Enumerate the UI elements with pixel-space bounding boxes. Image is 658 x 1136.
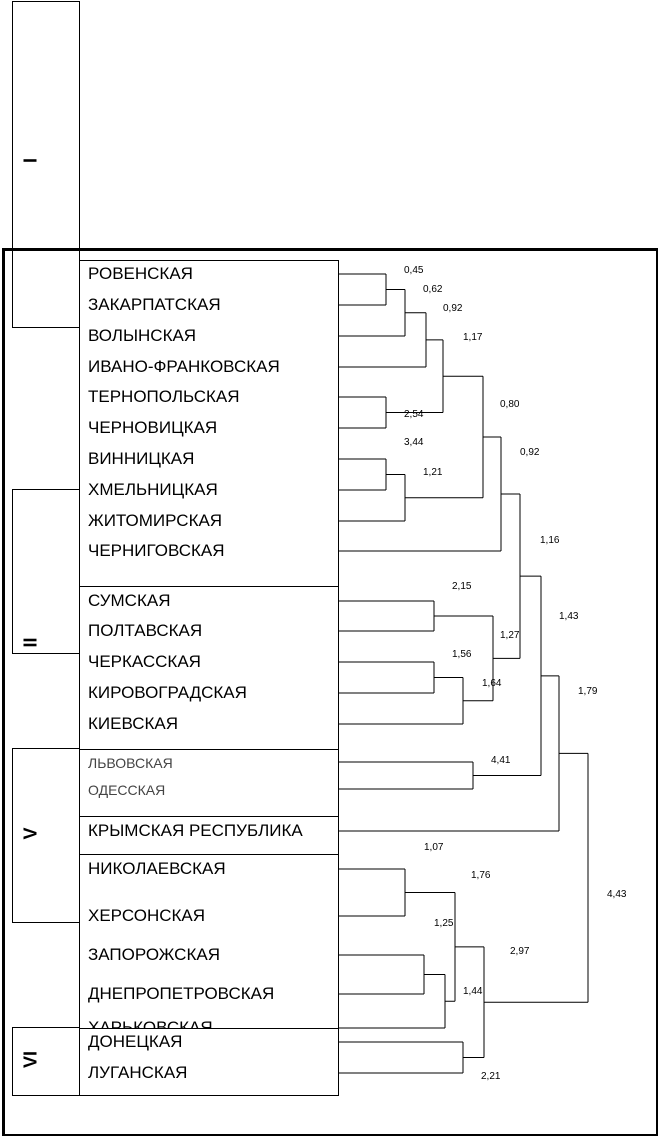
- distance-label: 1,56: [452, 649, 472, 660]
- distance-label: 1,16: [540, 535, 560, 546]
- region-label: ЗАКАРПАТСКАЯ: [88, 295, 221, 314]
- region-label-clipped: ХАРЬКОВСКАЯ: [80, 1018, 336, 1028]
- region-box-crimea: [79, 816, 339, 856]
- region-label: КИРОВОГРАДСКАЯ: [88, 683, 247, 702]
- region-box-center: [79, 586, 339, 751]
- distance-label: 1,79: [578, 686, 598, 697]
- region-label: ИВАНО-ФРАНКОВСКАЯ: [88, 357, 280, 376]
- distance-label: 0,80: [500, 399, 520, 410]
- diagram-frame: [2, 248, 658, 1136]
- region-label: ЧЕРНИГОВСКАЯ: [88, 541, 225, 560]
- region-label: ТЕРНОПОЛЬСКАЯ: [88, 387, 240, 406]
- distance-label: 2,15: [452, 581, 472, 592]
- distance-label: 1,64: [482, 678, 502, 689]
- distance-label: 1,76: [471, 870, 491, 881]
- distance-label: 0,45: [404, 265, 424, 276]
- group-box-i: [12, 1, 80, 328]
- region-label: ВОЛЫНСКАЯ: [88, 326, 197, 345]
- region-label: ЧЕРКАССКАЯ: [88, 652, 201, 671]
- group-box-ii: [12, 489, 80, 654]
- distance-label: 0,92: [520, 447, 540, 458]
- distance-label: 2,97: [510, 946, 530, 957]
- region-label: КИЕВСКАЯ: [88, 714, 179, 733]
- region-label: ХАРЬКОВСКАЯ: [88, 1018, 213, 1028]
- distance-label: 2,21: [481, 1071, 501, 1082]
- distance-label: 1,27: [500, 630, 520, 641]
- region-label: КРЫМСКАЯ РЕСПУБЛИКА: [88, 821, 303, 840]
- region-label: ВИННИЦКАЯ: [88, 449, 195, 468]
- distance-label: 4,41: [491, 755, 511, 766]
- distance-label: 1,25: [434, 918, 454, 929]
- region-label: НИКОЛАЕВСКАЯ: [88, 859, 226, 878]
- region-label: ЛУГАНСКАЯ: [88, 1063, 188, 1082]
- distance-label: 0,92: [443, 303, 463, 314]
- region-box-donbass: [79, 1028, 339, 1096]
- region-label: ЖИТОМИРСКАЯ: [88, 511, 223, 530]
- distance-label: 3,44: [404, 437, 424, 448]
- group-box-vi: [12, 1027, 80, 1096]
- region-box-west: [79, 260, 339, 588]
- region-label: РОВЕНСКАЯ: [88, 264, 193, 283]
- distance-label: 1,17: [463, 332, 483, 343]
- distance-label: 1,44: [463, 986, 483, 997]
- region-label: ХЕРСОНСКАЯ: [88, 906, 206, 925]
- region-label: ЧЕРНОВИЦКАЯ: [88, 418, 218, 437]
- distance-label: 4,43: [607, 889, 627, 900]
- region-label: ПОЛТАВСКАЯ: [88, 621, 203, 640]
- region-box-south-east: [79, 854, 339, 1030]
- region-box-south-west: [79, 749, 339, 818]
- distance-label: 1,43: [559, 611, 579, 622]
- region-label: ОДЕССКАЯ: [88, 782, 166, 798]
- distance-label: 1,21: [423, 467, 443, 478]
- distance-label: 2,54: [404, 409, 424, 420]
- distance-label: 0,62: [423, 284, 443, 295]
- region-label: ЗАПОРОЖСКАЯ: [88, 945, 220, 964]
- region-label: ХМЕЛЬНИЦКАЯ: [88, 480, 218, 499]
- region-label: ДОНЕЦКАЯ: [88, 1032, 183, 1051]
- region-label: СУМСКАЯ: [88, 591, 171, 610]
- distance-label: 1,07: [424, 842, 444, 853]
- region-label: ДНЕПРОПЕТРОВСКАЯ: [88, 984, 275, 1003]
- region-label: ЛЬВОВСКАЯ: [88, 755, 173, 771]
